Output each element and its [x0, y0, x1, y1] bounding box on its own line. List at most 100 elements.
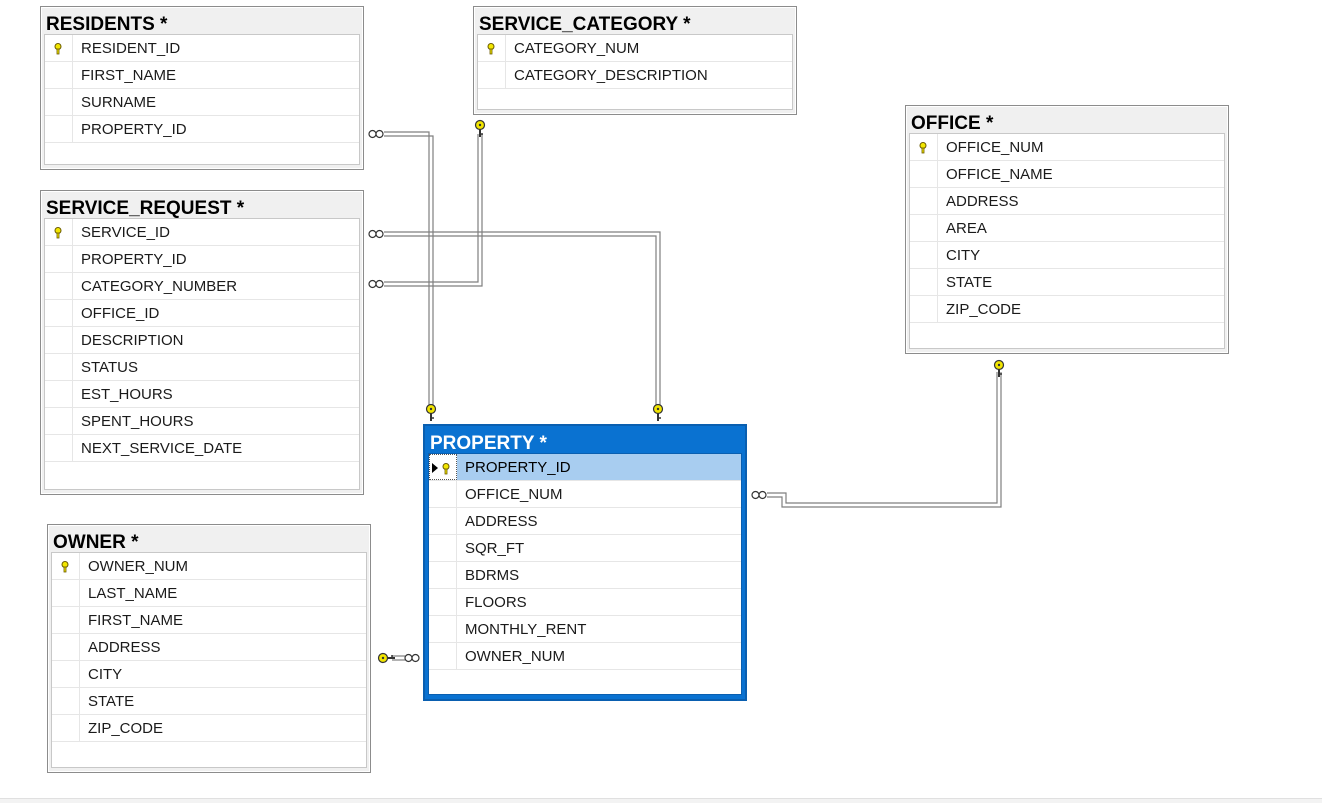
column-name: RESIDENT_ID: [81, 39, 181, 57]
column-row[interactable]: CITY: [910, 242, 1224, 269]
key-cell: [910, 188, 938, 214]
key-cell: [45, 435, 73, 461]
column-row[interactable]: SQR_FT: [429, 535, 741, 562]
column-name: FIRST_NAME: [88, 611, 184, 629]
key-cell: [45, 354, 73, 380]
column-row[interactable]: SERVICE_ID: [45, 219, 359, 246]
many-end-icon: [368, 129, 384, 139]
primary-key-icon: [919, 142, 927, 154]
column-row[interactable]: DESCRIPTION: [45, 327, 359, 354]
table-title: OWNER *: [53, 532, 139, 553]
column-row[interactable]: CATEGORY_NUM: [478, 35, 792, 62]
column-row[interactable]: STATE: [52, 688, 366, 715]
column-row[interactable]: MONTHLY_RENT: [429, 616, 741, 643]
column-name: OFFICE_ID: [81, 304, 160, 322]
column-row[interactable]: OFFICE_ID: [45, 300, 359, 327]
column-row[interactable]: OWNER_NUM: [429, 643, 741, 670]
relationship-residents-property[interactable]: [384, 131, 434, 412]
key-cell: [45, 300, 73, 326]
key-cell: [910, 161, 938, 187]
table-owner[interactable]: OWNER * OWNER_NUM LAST_NAME FIRST_NAME A…: [47, 524, 371, 773]
key-cell: [45, 273, 73, 299]
key-cell: [45, 35, 73, 61]
column-row[interactable]: AREA: [910, 215, 1224, 242]
table-property[interactable]: PROPERTY * PROPERTY_ID OFFICE_NUM ADDRES…: [423, 424, 747, 701]
column-name: EST_HOURS: [81, 385, 173, 403]
column-name: MONTHLY_RENT: [465, 620, 587, 638]
column-row[interactable]: FLOORS: [429, 589, 741, 616]
column-row[interactable]: LAST_NAME: [52, 580, 366, 607]
column-name: ADDRESS: [88, 638, 161, 656]
column-row[interactable]: OFFICE_NUM: [429, 481, 741, 508]
column-row[interactable]: OWNER_NUM: [52, 553, 366, 580]
key-cell: [478, 35, 506, 61]
table-office[interactable]: OFFICE * OFFICE_NUM OFFICE_NAME ADDRESS …: [905, 105, 1229, 354]
column-row-selected[interactable]: PROPERTY_ID: [429, 454, 741, 481]
column-grid: CATEGORY_NUM CATEGORY_DESCRIPTION: [477, 34, 793, 110]
key-cell: [45, 246, 73, 272]
key-cell: [52, 661, 80, 687]
key-cell: [429, 454, 457, 480]
relationship-service-request-property[interactable]: [384, 231, 661, 412]
row-pointer-icon: [432, 463, 438, 473]
one-end-key-icon: [993, 359, 1005, 378]
canvas-scrollbar-area[interactable]: [0, 798, 1322, 803]
column-row[interactable]: OFFICE_NUM: [910, 134, 1224, 161]
column-name: ADDRESS: [465, 512, 538, 530]
column-row[interactable]: PROPERTY_ID: [45, 116, 359, 143]
table-service-category[interactable]: SERVICE_CATEGORY * CATEGORY_NUM CATEGORY…: [473, 6, 797, 115]
column-name: PROPERTY_ID: [81, 250, 187, 268]
column-row[interactable]: ADDRESS: [52, 634, 366, 661]
column-row[interactable]: FIRST_NAME: [52, 607, 366, 634]
column-row[interactable]: ADDRESS: [910, 188, 1224, 215]
column-name: SURNAME: [81, 93, 157, 111]
column-row[interactable]: PROPERTY_ID: [45, 246, 359, 273]
column-row[interactable]: CITY: [52, 661, 366, 688]
column-row[interactable]: SPENT_HOURS: [45, 408, 359, 435]
key-cell: [52, 715, 80, 741]
column-name: OFFICE_NUM: [946, 138, 1044, 156]
column-row[interactable]: SURNAME: [45, 89, 359, 116]
table-title: SERVICE_REQUEST *: [46, 198, 245, 219]
column-name: FIRST_NAME: [81, 66, 177, 84]
column-grid: SERVICE_ID PROPERTY_ID CATEGORY_NUMBER O…: [44, 218, 360, 490]
key-cell: [478, 62, 506, 88]
table-title: PROPERTY *: [430, 433, 547, 454]
column-row[interactable]: FIRST_NAME: [45, 62, 359, 89]
column-grid: OWNER_NUM LAST_NAME FIRST_NAME ADDRESS C…: [51, 552, 367, 768]
key-cell: [52, 580, 80, 606]
table-residents[interactable]: RESIDENTS * RESIDENT_ID FIRST_NAME SURNA…: [40, 6, 364, 170]
column-name: NEXT_SERVICE_DATE: [81, 439, 243, 457]
column-row[interactable]: CATEGORY_NUMBER: [45, 273, 359, 300]
relationship-property-owner[interactable]: [392, 655, 405, 661]
column-row[interactable]: ZIP_CODE: [52, 715, 366, 742]
column-row[interactable]: ZIP_CODE: [910, 296, 1224, 323]
column-row[interactable]: STATE: [910, 269, 1224, 296]
primary-key-icon: [61, 561, 69, 573]
column-name: ZIP_CODE: [946, 300, 1022, 318]
column-name: CATEGORY_DESCRIPTION: [514, 66, 708, 84]
column-name: SERVICE_ID: [81, 223, 170, 241]
key-cell: [429, 589, 457, 615]
column-row[interactable]: RESIDENT_ID: [45, 35, 359, 62]
many-end-icon: [751, 490, 767, 500]
column-row[interactable]: ADDRESS: [429, 508, 741, 535]
column-row[interactable]: STATUS: [45, 354, 359, 381]
primary-key-icon: [54, 43, 62, 55]
column-row[interactable]: OFFICE_NAME: [910, 161, 1224, 188]
primary-key-icon: [442, 463, 450, 475]
column-row[interactable]: NEXT_SERVICE_DATE: [45, 435, 359, 462]
key-cell: [910, 269, 938, 295]
relationship-service-request-category[interactable]: [384, 134, 483, 287]
column-row[interactable]: EST_HOURS: [45, 381, 359, 408]
table-service-request[interactable]: SERVICE_REQUEST * SERVICE_ID PROPERTY_ID…: [40, 190, 364, 495]
column-row[interactable]: CATEGORY_DESCRIPTION: [478, 62, 792, 89]
column-name: CITY: [88, 665, 123, 683]
key-cell: [910, 215, 938, 241]
table-title: OFFICE *: [911, 113, 994, 134]
column-name: STATUS: [81, 358, 138, 376]
key-cell: [45, 327, 73, 353]
relationship-property-office[interactable]: [767, 372, 1002, 508]
column-row[interactable]: BDRMS: [429, 562, 741, 589]
key-cell: [52, 553, 80, 579]
